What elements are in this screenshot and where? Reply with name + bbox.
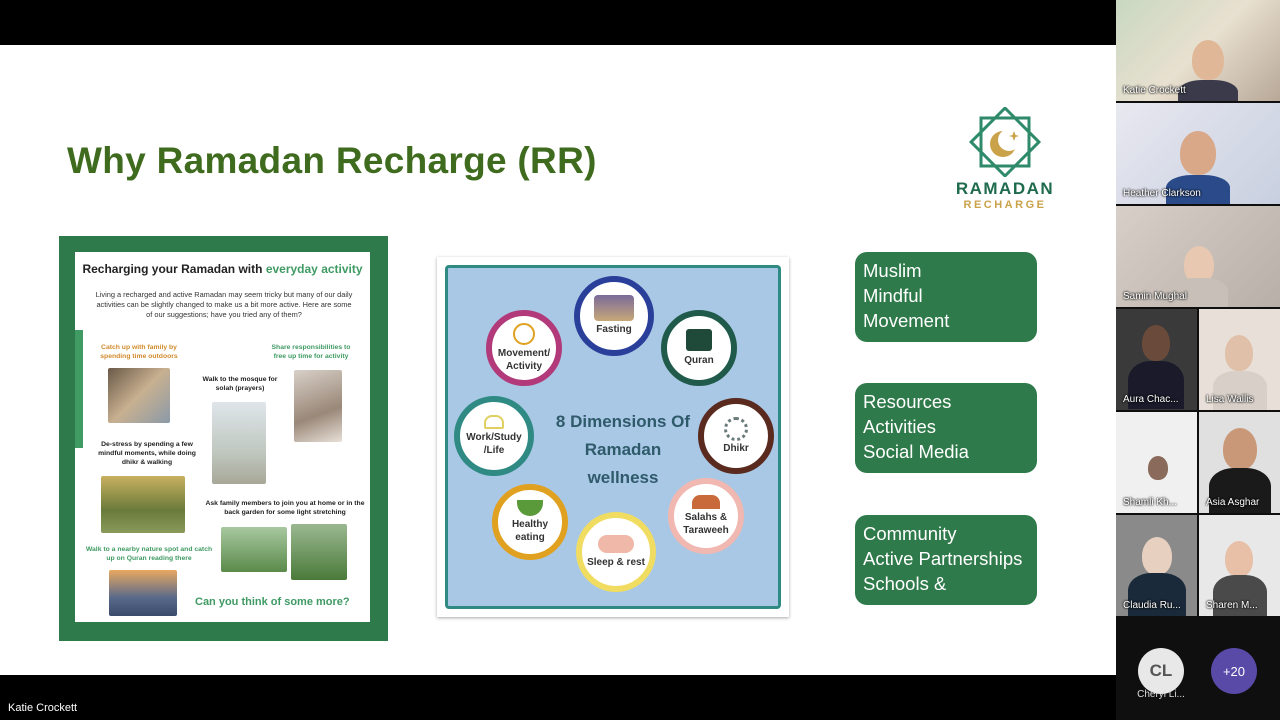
poster-tip: Walk to a nearby nature spot and catch u… (85, 546, 213, 562)
prayer-beads-icon (724, 416, 748, 441)
sharing-chores-photo (294, 370, 342, 442)
ramadan-recharge-logo: RAMADAN RECHARGE (940, 105, 1070, 217)
presentation-slide: Why Ramadan Recharge (RR) RAMADAN RECHAR… (0, 45, 1116, 675)
participant-avatar-name: Cheryl Li... (1137, 689, 1185, 700)
dimension-work-study-life: Work/Study /Life (454, 396, 534, 476)
family-outdoors-photo (108, 368, 170, 423)
participant-tile[interactable]: Heather Clarkson (1116, 103, 1280, 204)
poster-heading: Recharging your Ramadan with everyday ac… (82, 262, 363, 276)
poster-intro: Living a recharged and active Ramadan ma… (95, 290, 353, 319)
poster-closing: Can you think of some more? (195, 596, 350, 608)
dimension-salahs-taraweeh: Salahs & Taraweeh (668, 478, 744, 554)
participant-tile[interactable]: Claudia Ru... (1116, 515, 1197, 616)
participant-tile[interactable]: Sharen M... (1199, 515, 1280, 616)
prayer-mat-icon (692, 495, 720, 509)
poster-tip: De-stress by spending a few mindful mome… (98, 441, 196, 466)
participant-tile[interactable]: Shamli Kh... (1116, 412, 1197, 513)
sleep-mask-icon (598, 534, 634, 553)
more-participants-button[interactable]: +20 (1211, 648, 1257, 694)
participant-tile[interactable]: Aura Chac... (1116, 309, 1197, 410)
participant-tile[interactable]: Katie Crockett (1116, 0, 1280, 101)
participant-tile[interactable]: Asia Asghar (1199, 412, 1280, 513)
crescent-star-icon (968, 105, 1042, 179)
dimension-movement: Movement/ Activity (486, 310, 562, 386)
dimension-fasting: Fasting (574, 276, 654, 356)
quran-book-icon (686, 328, 712, 351)
smiley-icon (513, 323, 535, 345)
poster-tip: Ask family members to join you at home o… (205, 500, 365, 516)
poster-tip: Walk to the mosque for solah (prayers) (202, 376, 278, 392)
mosque-walk-photo (212, 402, 266, 484)
dimension-quran: Quran (661, 310, 737, 386)
poster-tip: Share responsibilities to free up time f… (271, 344, 351, 360)
flexed-arm-icon (484, 415, 504, 429)
dimension-dhikr: Dhikr (698, 398, 774, 474)
family-meal-icon (594, 295, 634, 322)
slide-title: Why Ramadan Recharge (RR) (67, 140, 597, 181)
salad-bowl-icon (517, 500, 543, 516)
presenter-name: Katie Crockett (8, 702, 78, 714)
nature-reading-photo (109, 570, 177, 616)
activity-poster: Recharging your Ramadan with everyday ac… (59, 236, 388, 641)
shared-screen: Why Ramadan Recharge (RR) RAMADAN RECHAR… (0, 45, 1116, 714)
eight-dimensions-graphic: 8 Dimensions Of Ramadan wellness Movemen… (437, 257, 789, 617)
stretching-photo-2 (291, 524, 347, 580)
dimension-sleep-rest: Sleep & rest (576, 512, 656, 592)
dimensions-title: 8 Dimensions Of Ramadan wellness (555, 412, 691, 488)
poster-tip: Catch up with family by spending time ou… (100, 344, 178, 360)
participant-tile[interactable]: Lisa Wallis (1199, 309, 1280, 410)
mindful-walk-photo (101, 476, 185, 533)
stretching-photo-1 (221, 527, 287, 572)
participant-tile[interactable]: Samin Mughal (1116, 206, 1280, 307)
dimension-healthy-eating: Healthy eating (492, 484, 568, 560)
participant-avatar[interactable]: CL (1138, 648, 1184, 694)
